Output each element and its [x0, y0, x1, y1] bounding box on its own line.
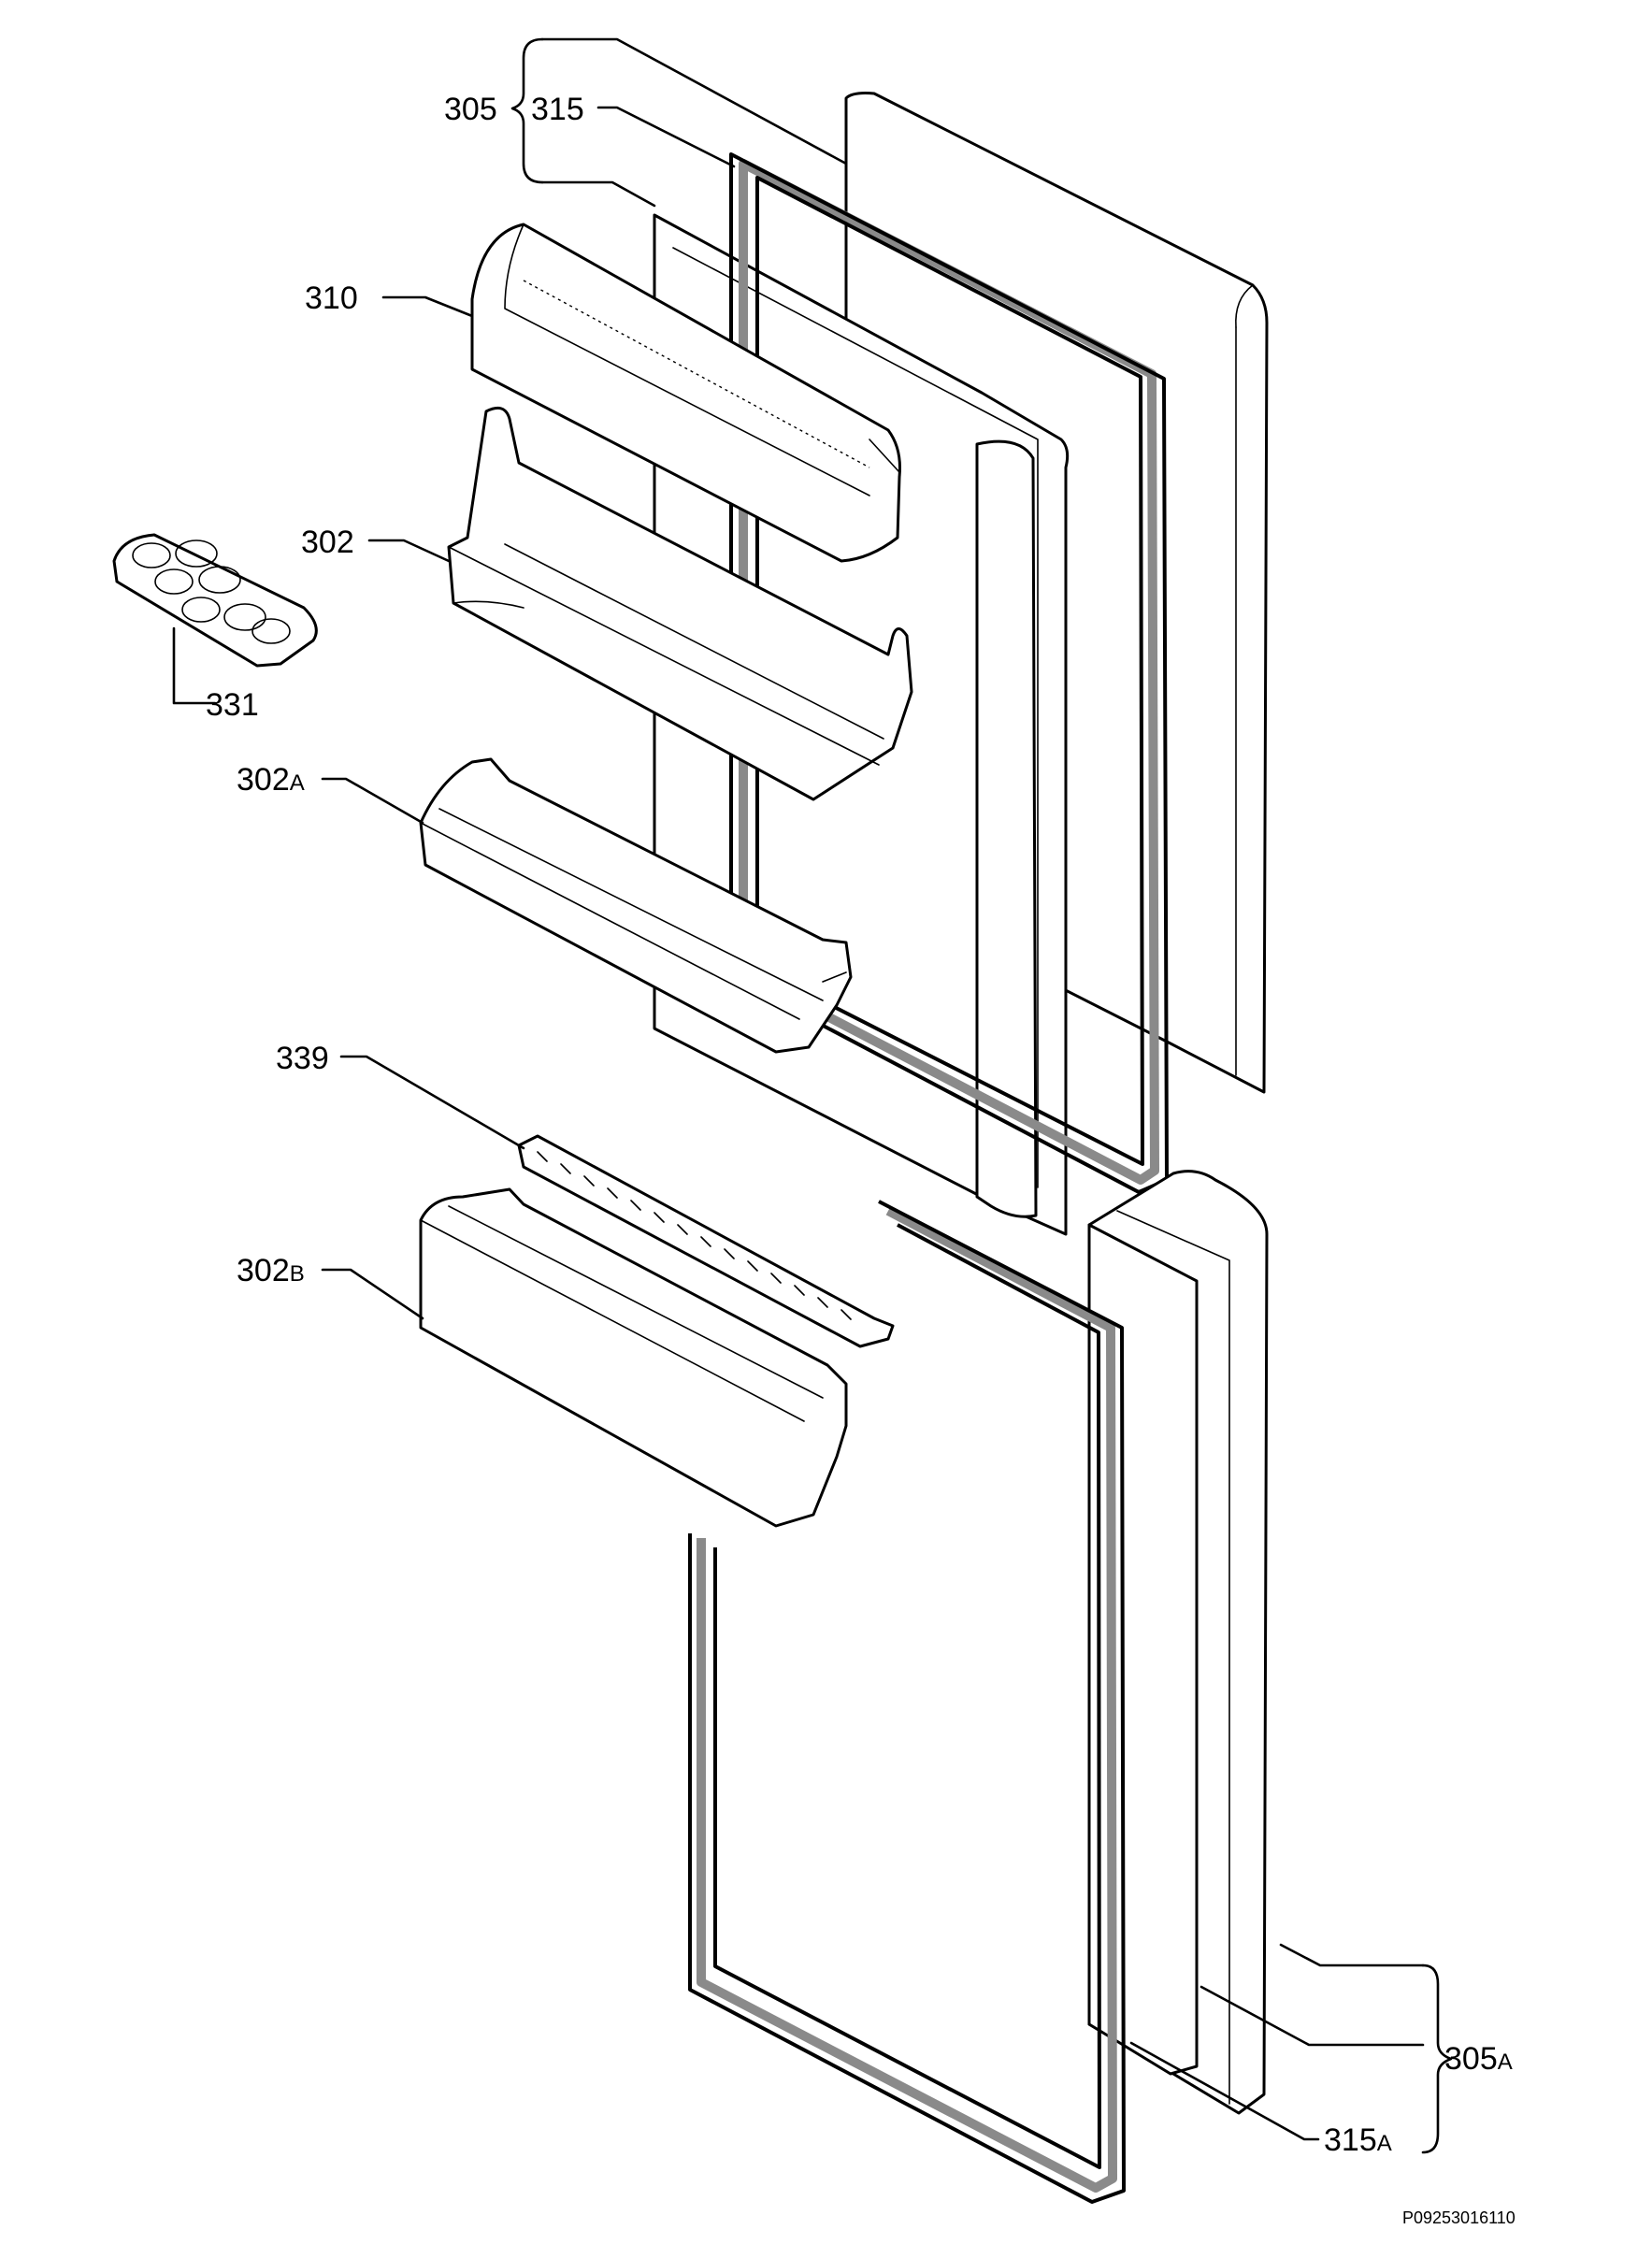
label-305a: 305A	[1444, 2041, 1513, 2077]
part-310-balcony-cover	[470, 223, 901, 563]
part-302b-bottle-shelf	[419, 1187, 848, 1528]
part-302a-bottle-shelf	[419, 757, 853, 1054]
label-302a: 302A	[237, 762, 305, 798]
label-310: 310	[305, 280, 358, 316]
lower-door-gasket	[688, 1200, 1126, 2204]
part-labels: 305 315 310 302 331 302A 339 302B 305A 3…	[206, 92, 1516, 2227]
label-315: 315	[531, 92, 584, 127]
leader-lines	[172, 37, 1453, 2154]
label-331: 331	[206, 687, 259, 723]
part-339-bottle-rail	[517, 1134, 895, 1348]
part-302-door-shelf	[447, 406, 913, 801]
label-302b: 302B	[237, 1253, 305, 1288]
label-305: 305	[444, 92, 497, 127]
drawing-code: P09253016110	[1402, 2208, 1516, 2227]
label-339: 339	[276, 1041, 329, 1076]
label-315a: 315A	[1324, 2122, 1392, 2158]
label-302: 302	[301, 525, 354, 560]
part-331-egg-tray	[112, 533, 318, 668]
